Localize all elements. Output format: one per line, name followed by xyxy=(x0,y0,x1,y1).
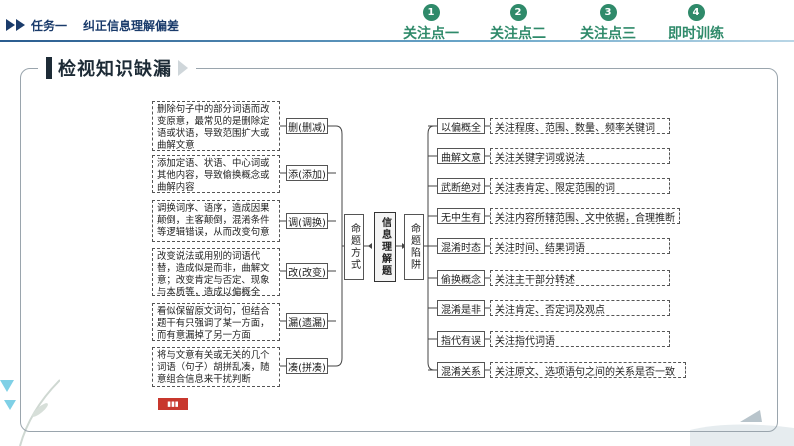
play-arrow-icon xyxy=(6,19,15,31)
method-note-add: 添加定语、状语、中心词或其他内容，导致偷换概念或曲解内容 xyxy=(152,155,280,193)
trap-label: 武断绝对 xyxy=(437,178,485,194)
nav-item-4[interactable]: 4 即时训练 xyxy=(651,4,741,43)
method-label: 添(添加) xyxy=(286,165,328,181)
method-note-change: 改变说法或用别的词语代替，造成似是而非，曲解文意；改变肯定与否定、现象与本质等，… xyxy=(152,248,280,298)
nav-label: 关注点一 xyxy=(403,26,459,42)
method-note-delete: 删除句子中的部分词语而改变原意，最常见的是删除定语或状语，导致范围扩大或曲解文意 xyxy=(152,101,280,151)
play-arrow-icon xyxy=(16,19,25,31)
method-note-patch: 将与文意有关或无关的几个词语（句子）胡拼乱凑，随意组合信息来干扰判断 xyxy=(152,347,280,387)
trap-description: 关注关键字词或说法 xyxy=(490,148,670,164)
center-topic: 信息理解题 xyxy=(374,212,396,282)
trap-description: 关注程度、范围、数量、频率关键词 xyxy=(490,118,670,134)
method-label: 凑(拼凑) xyxy=(286,358,328,374)
method-label: 删(删减) xyxy=(286,118,328,134)
trap-label: 以偏概全 xyxy=(437,118,485,134)
trap-label: 曲解文意 xyxy=(437,148,485,164)
nav-label: 即时训练 xyxy=(668,26,724,42)
left-hub-label: 命题方式 xyxy=(344,214,364,280)
method-label: 调(调换) xyxy=(286,213,328,229)
task-label: 任务一 xyxy=(31,18,68,33)
section-heading: 检视知识缺漏 xyxy=(38,55,196,81)
nav-number-badge: 3 xyxy=(599,4,617,21)
nav-item-3[interactable]: 3 关注点三 xyxy=(563,4,653,43)
trap-label: 混淆是非 xyxy=(437,300,485,316)
trap-label: 偷换概念 xyxy=(437,270,485,286)
header-divider xyxy=(0,40,794,42)
trap-label: 混淆关系 xyxy=(437,362,485,378)
nav-item-1[interactable]: 1 关注点一 xyxy=(386,4,476,43)
bamboo-decoration-icon xyxy=(0,379,60,446)
trap-label: 指代有误 xyxy=(437,331,485,347)
section-title: 检视知识缺漏 xyxy=(58,59,172,80)
heading-bar xyxy=(46,57,52,79)
nav-label: 关注点三 xyxy=(580,26,636,42)
task-breadcrumb: 任务一 纠正信息理解偏差 xyxy=(6,14,179,36)
right-hub-label: 命题陷阱 xyxy=(404,214,424,280)
trap-label: 混淆时态 xyxy=(437,238,485,254)
trap-description: 关注内容所辖范围、文中依据，合理推断 xyxy=(490,208,680,224)
trap-description: 关注表肯定、限定范围的词 xyxy=(490,178,670,194)
trap-description: 关注指代词语 xyxy=(490,331,670,347)
trap-description: 关注原文、选项语句之间的关系是否一致 xyxy=(490,362,686,378)
task-title: 纠正信息理解偏差 xyxy=(83,18,180,33)
header-bar: 任务一 纠正信息理解偏差 1 关注点一 2 关注点二 3 关注点三 4 即时训练 xyxy=(0,0,794,44)
heading-arrow-icon xyxy=(178,60,188,76)
method-label: 漏(遗漏) xyxy=(286,313,328,329)
trap-description: 关注肯定、否定词及观点 xyxy=(490,300,670,316)
trap-label: 无中生有 xyxy=(437,208,485,224)
content-panel xyxy=(20,68,778,432)
method-note-omit: 看似保留原文词句，但结合题干有只强调了某一方面，而有意漏掉了另一方面 xyxy=(152,303,280,341)
method-note-swap: 调换词序、语序，造成因果颠倒，主客颠倒，混淆条件等逻辑错误，从而改变句意 xyxy=(152,200,280,242)
nav-label: 关注点二 xyxy=(490,26,546,42)
nav-number-badge: 1 xyxy=(422,4,440,21)
trap-description: 关注主干部分转述 xyxy=(490,270,670,286)
nav-number-badge: 2 xyxy=(509,4,527,21)
nav-number-badge: 4 xyxy=(687,4,705,21)
nav-item-2[interactable]: 2 关注点二 xyxy=(473,4,563,43)
seal-stamp-icon: ▮▮▮ xyxy=(158,398,188,410)
trap-description: 关注时间、结果词语 xyxy=(490,238,670,254)
method-label: 改(改变) xyxy=(286,263,328,279)
